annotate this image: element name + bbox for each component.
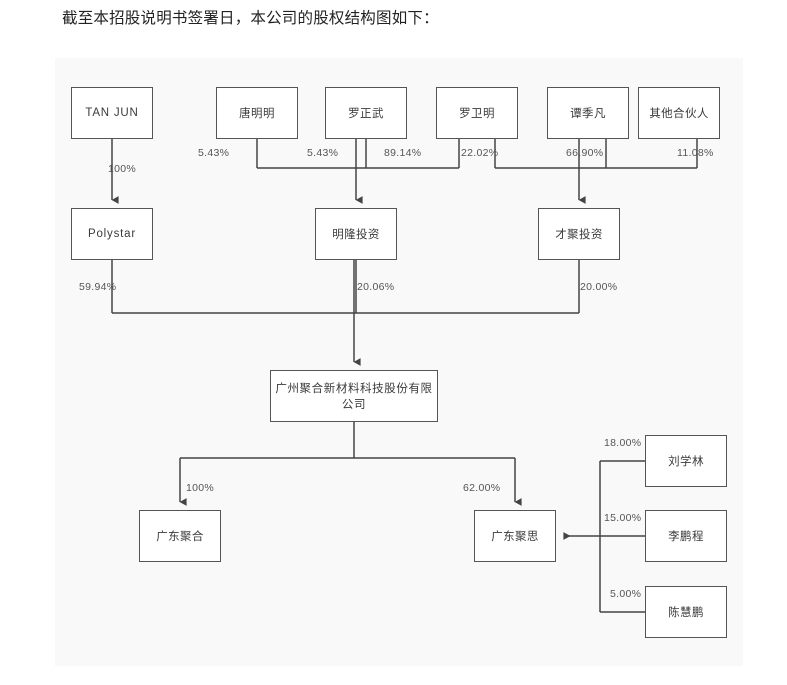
edge-label-others-caiju: 11.08%: [677, 147, 714, 159]
edge-label-luozhengwu-minglong: 5.43%: [307, 147, 339, 159]
edge-label-tanjifan-caiju: 66.90%: [566, 147, 604, 159]
edge-label-lipengcheng-gdjusi: 15.00%: [604, 512, 642, 524]
edge-label-liuxuelin-gdjusi: 18.00%: [604, 437, 642, 449]
node-chen-huipeng[interactable]: 陈慧鹏: [645, 586, 727, 638]
node-other-partners[interactable]: 其他合伙人: [638, 87, 720, 139]
node-guangdong-juhe[interactable]: 广东聚合: [139, 510, 221, 562]
node-luo-zhengwu[interactable]: 罗正武: [325, 87, 407, 139]
node-guangdong-jusi[interactable]: 广东聚思: [474, 510, 556, 562]
node-main-company[interactable]: 广州聚合新材料科技股份有限公司: [270, 370, 438, 422]
node-polystar[interactable]: Polystar: [71, 208, 153, 260]
equity-structure-diagram: TAN JUN 唐明明 罗正武 罗卫明 谭季凡 其他合伙人 Polystar 明…: [55, 58, 743, 666]
edge-label-luoweiming-minglong: 89.14%: [384, 147, 422, 159]
edge-label-luoweiming-caiju: 22.02%: [461, 147, 499, 159]
node-tang-mingming[interactable]: 唐明明: [216, 87, 298, 139]
connector-layer: [111, 139, 698, 613]
node-tan-jun[interactable]: TAN JUN: [71, 87, 153, 139]
edge-label-chenhuipeng-gdjusi: 5.00%: [610, 588, 642, 600]
edge-label-tangmm-minglong: 5.43%: [198, 147, 230, 159]
edge-label-polystar-main: 59.94%: [79, 281, 117, 293]
node-luo-weiming[interactable]: 罗卫明: [436, 87, 518, 139]
page-caption: 截至本招股说明书签署日，本公司的股权结构图如下：: [62, 10, 439, 27]
node-li-pengcheng[interactable]: 李鹏程: [645, 510, 727, 562]
node-tan-jifan[interactable]: 谭季凡: [547, 87, 629, 139]
node-liu-xuelin[interactable]: 刘学林: [645, 435, 727, 487]
edge-label-tanjun-polystar: 100%: [108, 163, 137, 175]
node-minglong-investment[interactable]: 明隆投资: [315, 208, 397, 260]
edge-label-main-gdjusi: 62.00%: [463, 482, 501, 494]
edge-label-main-gdjuhe: 100%: [186, 482, 215, 494]
node-caiju-investment[interactable]: 才聚投资: [538, 208, 620, 260]
edge-label-minglong-main: 20.06%: [357, 281, 395, 293]
edge-label-caiju-main: 20.00%: [580, 281, 618, 293]
